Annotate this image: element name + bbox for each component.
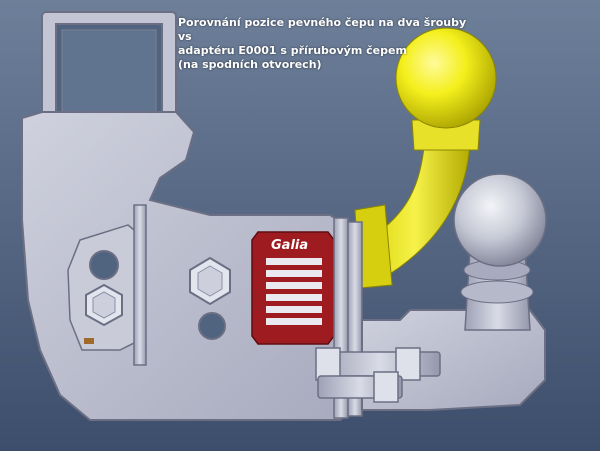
long-bolt-lower xyxy=(317,371,403,403)
flange-plate-left xyxy=(133,204,147,366)
long-bolt-upper xyxy=(315,347,441,381)
hex-bolt-center xyxy=(189,256,231,306)
mounting-hole xyxy=(89,250,119,280)
galia-logo-text: Galia xyxy=(271,238,308,253)
caption-line-2: vs xyxy=(178,30,192,43)
marker xyxy=(84,338,94,344)
yellow-fixed-towball xyxy=(354,27,497,289)
caption-line-1: Porovnání pozice pevného čepu na dva šro… xyxy=(178,16,467,29)
mounting-hole-center xyxy=(198,312,226,340)
hex-bolt-lower-left xyxy=(85,283,123,327)
caption: Porovnání pozice pevného čepu na dva šro… xyxy=(178,16,466,72)
galia-badge: Galia xyxy=(251,231,335,345)
caption-line-3: adaptéru E0001 s přírubovým čepem xyxy=(178,44,407,57)
caption-line-4: (na spodních otvorech) xyxy=(178,58,322,71)
grey-adapter-towball xyxy=(361,173,547,411)
